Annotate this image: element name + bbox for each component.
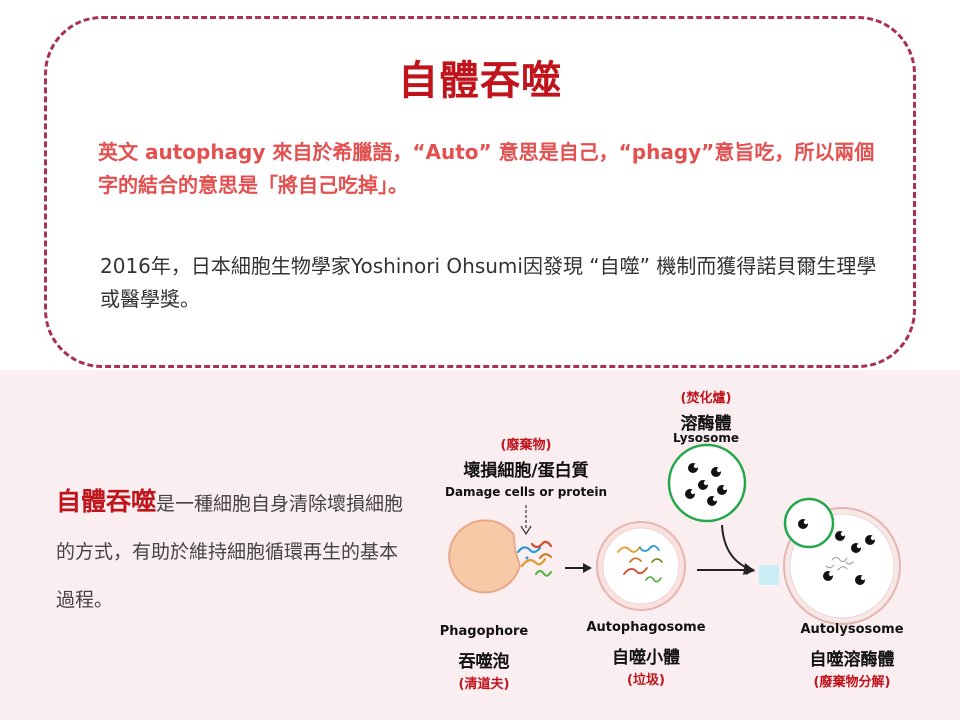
lysosome-label-en: Lysosome — [672, 431, 740, 445]
autolysosome-tag: (廢棄物分解) — [813, 675, 891, 690]
autophagosome-icon — [596, 521, 686, 611]
damage-tag: (廢棄物) — [500, 438, 552, 453]
debris-icon — [516, 540, 553, 577]
autophagosome-tag: (垃圾) — [627, 673, 665, 688]
damage-label-en: Damage cells or protein — [445, 485, 607, 499]
phagophore-tag: (清道夫) — [458, 677, 510, 692]
intro-paragraph: 英文 autophagy 來自於希臘語，“Auto” 意思是自己，“phagy”… — [98, 140, 875, 197]
summary-highlight: 自體吞噬 — [56, 487, 157, 516]
phagophore-label-zh: 吞噬泡 — [458, 652, 510, 672]
phagophore-label-en: Phagophore — [439, 624, 529, 639]
dashed-frame — [44, 16, 916, 368]
autolysosome-label-zh: 自噬溶酶體 — [809, 650, 895, 670]
phagophore-shape — [448, 519, 521, 594]
lysosome-label-zh: 溶酶體 — [680, 414, 732, 434]
lysosome-arrow — [721, 524, 753, 571]
lysosome-tag: (焚化爐) — [680, 391, 732, 406]
summary-text: 自體吞噬是一種細胞自身清除壞損細胞的方式，有助於維持細胞循環再生的基本過程。 — [56, 478, 406, 624]
damage-label-zh: 壞損細胞/蛋白質 — [463, 461, 589, 481]
nobel-fact-paragraph: 2016年，日本細胞生物學家Yoshinori Ohsumi因發現 “自噬” 機… — [100, 254, 877, 311]
summary-body: 是一種細胞自身清除壞損細胞的方式，有助於維持細胞循環再生的基本過程。 — [56, 493, 404, 611]
page-title: 自體吞噬 — [398, 58, 562, 104]
autolysosome-label-en: Autolysosome — [800, 622, 904, 637]
lysosome-icon — [667, 443, 747, 523]
autolysosome-icon — [783, 497, 901, 625]
autophagosome-label-en: Autophagosome — [586, 620, 706, 635]
fusion-square — [759, 565, 779, 585]
autophagosome-label-zh: 自噬小體 — [612, 648, 680, 668]
